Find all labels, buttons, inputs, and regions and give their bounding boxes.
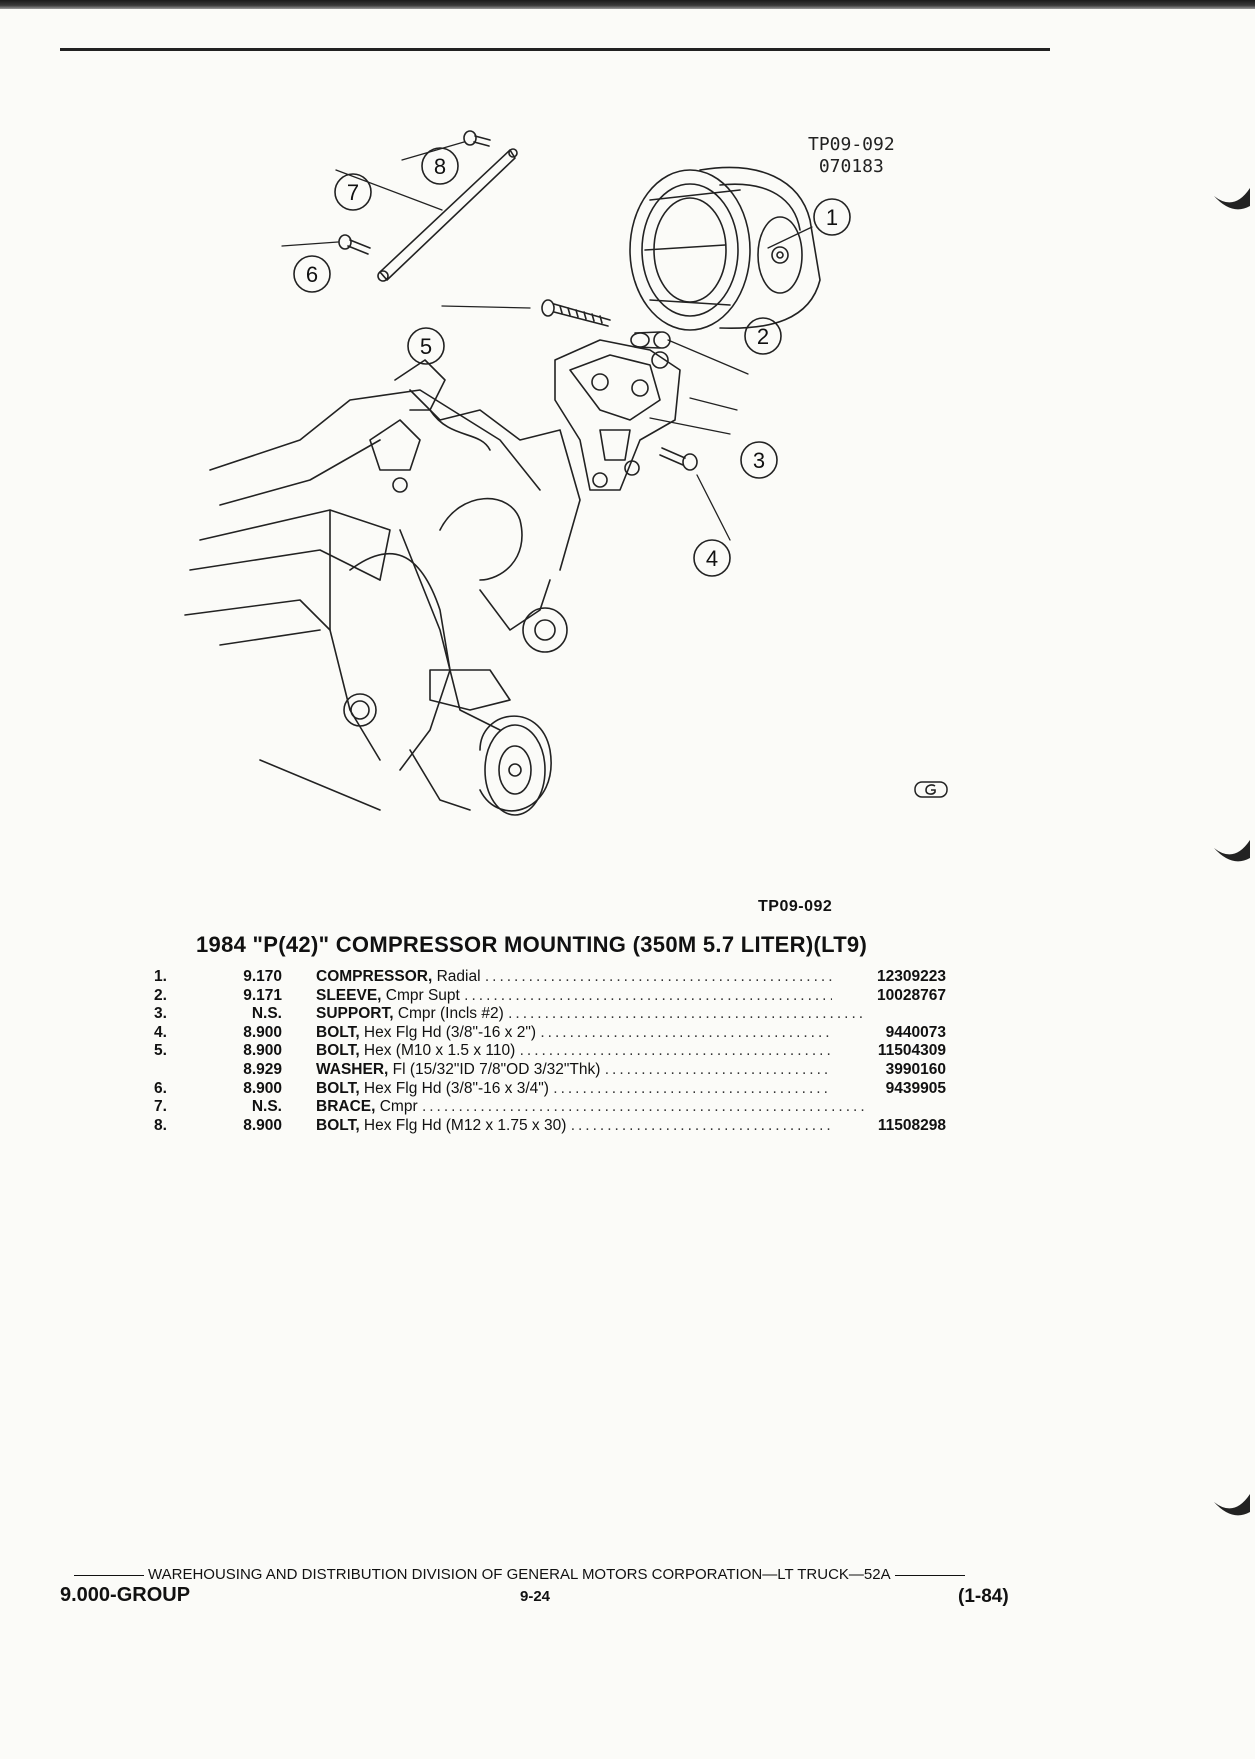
item-number: 2. — [154, 986, 167, 1004]
svg-text:6: 6 — [306, 262, 318, 287]
svg-text:5: 5 — [420, 334, 432, 359]
svg-text:8: 8 — [434, 154, 446, 179]
parts-row: 6. 8.900 BOLT, Hex Flg Hd (3/8"-16 x 3/4… — [150, 1079, 946, 1099]
parts-row: 8. 8.900 BOLT, Hex Flg Hd (M12 x 1.75 x … — [150, 1116, 946, 1136]
parts-row: 4. 8.900 BOLT, Hex Flg Hd (3/8"-16 x 2")… — [150, 1023, 946, 1043]
part-number: 11504309 — [832, 1042, 946, 1061]
parts-row: 5. 8.900 BOLT, Hex (M10 x 1.5 x 110) ...… — [150, 1042, 946, 1061]
svg-text:3: 3 — [753, 448, 765, 473]
part-number: 9440073 — [832, 1023, 946, 1043]
gm-logo — [914, 781, 948, 798]
engine-block-drawing — [184, 359, 581, 816]
parts-row: 3. N.S. SUPPORT, Cmpr (Incls #2) .......… — [150, 1005, 940, 1024]
item-number: 5. — [154, 1042, 167, 1060]
support-bracket-drawing — [554, 339, 681, 491]
footer-rule-left — [74, 1574, 144, 1576]
sleeve-drawing — [630, 331, 671, 349]
binder-hole-mark — [1214, 840, 1250, 862]
group-number: 8.900 — [243, 1042, 282, 1060]
figure-caption-id: TP09-092 — [758, 898, 833, 915]
svg-text:2: 2 — [757, 324, 769, 349]
item-number: 1. — [154, 968, 167, 985]
part-description: WASHER, Fl (15/32"ID 7/8"OD 3/32"Thk) ..… — [316, 1060, 866, 1078]
hex-bolt-6-drawing — [338, 234, 371, 255]
footer-division: WAREHOUSING AND DISTRIBUTION DIVISION OF… — [70, 1566, 1020, 1583]
parts-row: 2. 9.171 SLEEVE, Cmpr Supt .............… — [150, 986, 946, 1006]
part-description: BOLT, Hex Flg Hd (3/8"-16 x 2") ........… — [316, 1023, 866, 1041]
hex-bolt-8-drawing — [463, 130, 491, 147]
revision-date: (1-84) — [958, 1586, 1009, 1607]
part-number: 9439905 — [832, 1079, 946, 1099]
callout-2: 2 — [744, 317, 782, 355]
binder-hole-mark — [1214, 188, 1250, 210]
group-number: 8.900 — [243, 1116, 282, 1134]
part-description: BRACE, Cmpr ............................… — [316, 1098, 866, 1116]
item-number: 6. — [154, 1079, 167, 1097]
hex-bolt-4-drawing — [659, 447, 698, 471]
part-number: 11508298 — [832, 1116, 946, 1136]
item-number: 8. — [154, 1116, 167, 1134]
figure-code-line-2: 070183 — [818, 156, 884, 177]
group-number: N.S. — [251, 1005, 282, 1023]
item-number: 4. — [154, 1023, 167, 1041]
callout-5: 5 — [407, 327, 445, 365]
part-number: 3990160 — [832, 1060, 946, 1080]
callout-4: 4 — [693, 539, 731, 577]
parts-row: 1. 9.170 COMPRESSOR, Radial ............… — [150, 968, 946, 987]
page-title: 1984 "P(42)" COMPRESSOR MOUNTING (350M 5… — [196, 932, 868, 957]
parts-list: 1. 9.170 COMPRESSOR, Radial ............… — [150, 968, 946, 1136]
callout-8: 8 — [421, 147, 459, 185]
parts-row: 8.929 WASHER, Fl (15/32"ID 7/8"OD 3/32"T… — [150, 1060, 946, 1080]
group-number: 9.171 — [243, 986, 282, 1004]
binder-hole-mark — [1214, 1494, 1250, 1516]
group-number: N.S. — [251, 1098, 282, 1116]
compressor-drawing — [629, 166, 821, 331]
page-number: 9-24 — [520, 1588, 551, 1605]
footer-group: 9.000-GROUP — [60, 1584, 191, 1606]
group-number: 8.929 — [243, 1060, 282, 1078]
part-description: BOLT, Hex Flg Hd (M12 x 1.75 x 30) .....… — [316, 1116, 866, 1134]
part-number: 12309223 — [832, 968, 946, 987]
svg-text:1: 1 — [826, 205, 838, 230]
callout-1: 1 — [813, 198, 851, 236]
item-number: 7. — [154, 1098, 167, 1116]
footer-division-text: WAREHOUSING AND DISTRIBUTION DIVISION OF… — [148, 1566, 891, 1583]
svg-text:7: 7 — [347, 180, 359, 205]
parts-row: 7. N.S. BRACE, Cmpr ....................… — [150, 1098, 940, 1117]
part-number: 10028767 — [832, 986, 946, 1006]
group-number: 8.900 — [243, 1079, 282, 1097]
callout-7: 7 — [334, 173, 372, 211]
long-bolt-drawing — [541, 299, 611, 327]
part-description: SUPPORT, Cmpr (Incls #2) ...............… — [316, 1005, 866, 1023]
figure-code-line-1: TP09-092 — [808, 134, 895, 155]
brace-drawing — [377, 148, 518, 282]
figure-code: TP09-092 070183 — [808, 134, 895, 178]
header-rule — [60, 48, 1050, 51]
group-number: 8.900 — [243, 1023, 282, 1041]
scan-edge — [0, 0, 1255, 9]
group-number: 9.170 — [243, 968, 282, 985]
part-description: BOLT, Hex (M10 x 1.5 x 110) ............… — [316, 1042, 866, 1060]
callout-6: 6 — [293, 255, 331, 293]
part-description: BOLT, Hex Flg Hd (3/8"-16 x 3/4") ......… — [316, 1079, 866, 1097]
part-description: SLEEVE, Cmpr Supt ......................… — [316, 986, 866, 1004]
part-description: COMPRESSOR, Radial .....................… — [316, 968, 866, 985]
callout-3: 3 — [740, 441, 778, 479]
svg-text:4: 4 — [706, 546, 718, 571]
compressor-mounting-diagram: 1 2 3 4 5 6 7 8 — [184, 130, 851, 816]
footer-rule-right — [894, 1574, 965, 1576]
leader-lines — [281, 141, 813, 541]
item-number: 3. — [154, 1005, 167, 1023]
